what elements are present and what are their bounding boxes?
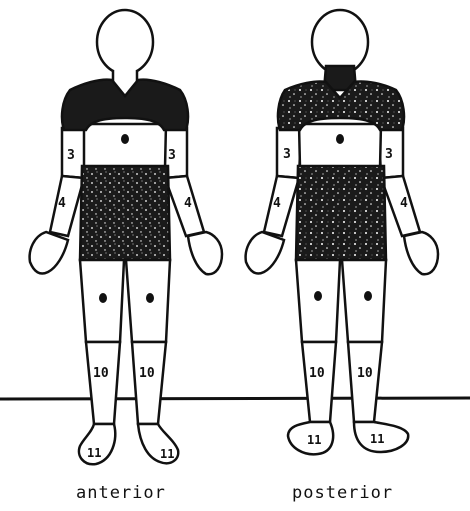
anterior-figure [30, 10, 222, 464]
anterior-label-arm-right: 3 [168, 148, 176, 163]
posterior-thigh-right-dot [364, 291, 372, 301]
posterior-hand-left [246, 232, 284, 274]
posterior-calf-right [348, 342, 382, 422]
anterior-shin-left [86, 342, 120, 424]
anterior-thigh-left-dot [99, 293, 107, 303]
horizon-line [0, 398, 470, 399]
posterior-label-shin-right: 10 [357, 366, 373, 381]
anterior-forearm-left [50, 176, 84, 236]
anterior-label-shin-left: 10 [93, 366, 109, 381]
posterior-back-upper [299, 124, 381, 168]
anterior-label-foot-right: 11 [160, 447, 174, 461]
posterior-calf-left [302, 342, 336, 422]
posterior-label-shin-left: 10 [309, 366, 325, 381]
anterior-shin-right [132, 342, 166, 424]
anterior-label-shin-right: 10 [139, 366, 155, 381]
anterior-abdomen [80, 166, 170, 260]
anterior-thigh-right-dot [146, 293, 154, 303]
posterior-forearm-left [264, 176, 299, 236]
posterior-label-forearm-right: 4 [400, 196, 408, 211]
posterior-thigh-left-dot [314, 291, 322, 301]
posterior-hand-right [404, 232, 438, 274]
posterior-label-foot-right: 11 [370, 432, 384, 446]
posterior-lower-back [296, 166, 386, 260]
posterior-label-foot-left: 11 [307, 433, 321, 447]
posterior-caption: posterior [292, 483, 393, 503]
anterior-caption: anterior [76, 483, 166, 503]
posterior-label-forearm-left: 4 [273, 196, 281, 211]
anterior-head [97, 10, 153, 74]
anterior-hand-left [30, 232, 68, 274]
anterior-hand-right [188, 232, 222, 274]
posterior-label-arm-right: 3 [385, 147, 393, 162]
anterior-label-foot-left: 11 [87, 446, 101, 460]
posterior-figure [246, 10, 438, 454]
anterior-chest [84, 124, 166, 168]
posterior-thigh-right [342, 260, 386, 342]
anterior-label-forearm-right: 4 [184, 196, 192, 211]
anterior-chest-dot [121, 134, 129, 144]
posterior-label-arm-left: 3 [283, 147, 291, 162]
anterior-label-arm-left: 3 [67, 148, 75, 163]
posterior-head [312, 10, 368, 74]
posterior-back-dot [336, 134, 344, 144]
anterior-shoulders [62, 80, 188, 130]
anterior-label-forearm-left: 4 [58, 196, 66, 211]
